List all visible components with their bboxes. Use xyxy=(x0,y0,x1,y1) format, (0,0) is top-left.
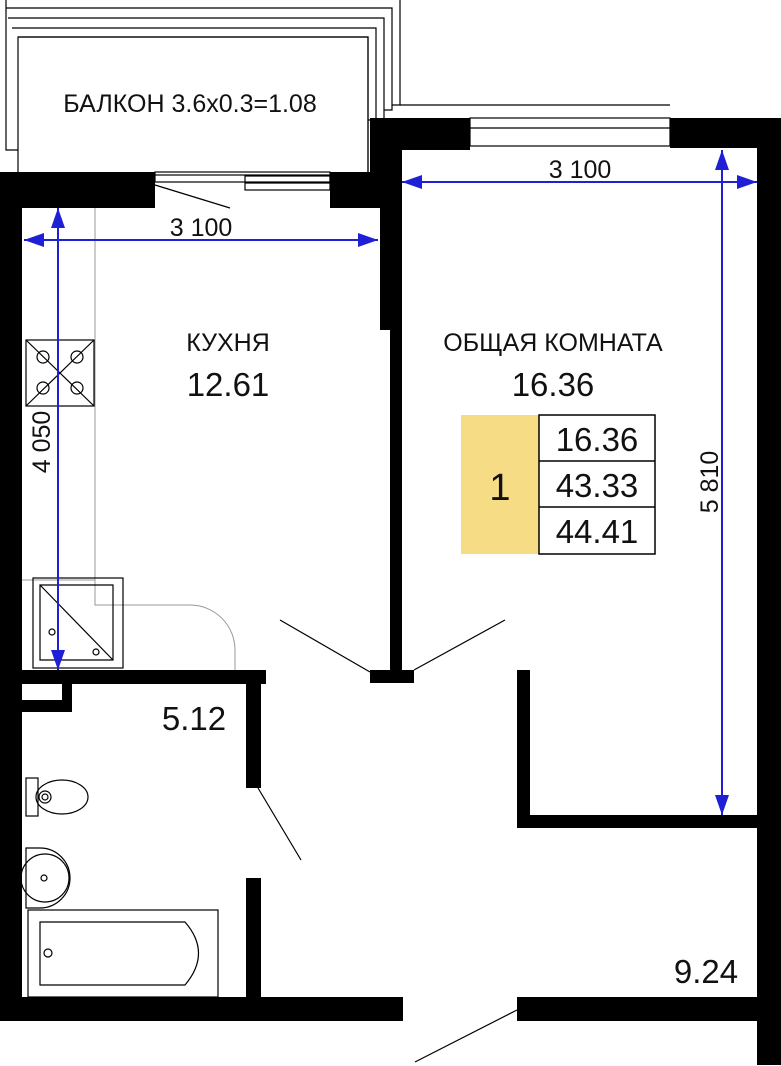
total-area-value: 43.33 xyxy=(556,467,639,504)
outer-wall-right xyxy=(757,118,781,828)
kitchen-top-wall xyxy=(0,172,155,208)
kitchen-width-label: 3 100 xyxy=(170,214,233,242)
kitchen-bottom-wall xyxy=(22,670,266,684)
dimension-room-width xyxy=(402,175,757,189)
kitchen-area: 12.61 xyxy=(187,366,270,403)
room-count-badge xyxy=(461,415,539,554)
hallway-area: 9.24 xyxy=(674,953,738,990)
washbasin-icon xyxy=(20,847,71,909)
balcony-label: БАЛКОН 3.6x0.3=1.08 xyxy=(63,90,316,118)
kitchen-door xyxy=(279,619,371,673)
living-area-value: 16.36 xyxy=(556,421,639,458)
room-width-label: 3 100 xyxy=(549,156,612,184)
doors xyxy=(257,619,518,1063)
outer-wall-left xyxy=(0,172,22,1006)
room-door xyxy=(413,619,506,671)
bathroom-wall-lower xyxy=(246,878,261,998)
bathroom-door xyxy=(257,787,302,861)
stove-icon xyxy=(25,339,95,407)
dimension-kitchen-width xyxy=(24,233,378,247)
room-bottom-wall xyxy=(517,815,781,828)
kitchen-depth-label: 4 050 xyxy=(28,411,56,474)
toilet-icon xyxy=(25,777,89,817)
bathroom-wall-upper xyxy=(246,684,261,788)
kitchen-name: КУХНЯ xyxy=(186,329,270,357)
total-with-balcony-value: 44.41 xyxy=(556,513,639,550)
bathtub-icon xyxy=(27,909,219,998)
balcony xyxy=(5,0,670,176)
partition-kitchen-room xyxy=(380,200,402,330)
dimension-room-depth xyxy=(715,150,729,815)
bottom-wall-right xyxy=(517,997,781,1021)
living-room-name: ОБЩАЯ КОМНАТА xyxy=(443,329,663,357)
living-room-area: 16.36 xyxy=(512,366,595,403)
bathroom-area: 5.12 xyxy=(162,700,226,737)
windows xyxy=(154,117,671,209)
walls xyxy=(0,118,781,1065)
room-count: 1 xyxy=(489,467,510,509)
area-summary: 1 16.36 43.33 44.41 xyxy=(461,414,656,555)
room-depth-label: 5 810 xyxy=(696,451,724,514)
bottom-wall-left xyxy=(0,997,403,1021)
kitchen-sink-icon xyxy=(32,577,124,669)
dimension-kitchen-depth xyxy=(51,208,65,670)
entrance-door xyxy=(414,1009,518,1063)
